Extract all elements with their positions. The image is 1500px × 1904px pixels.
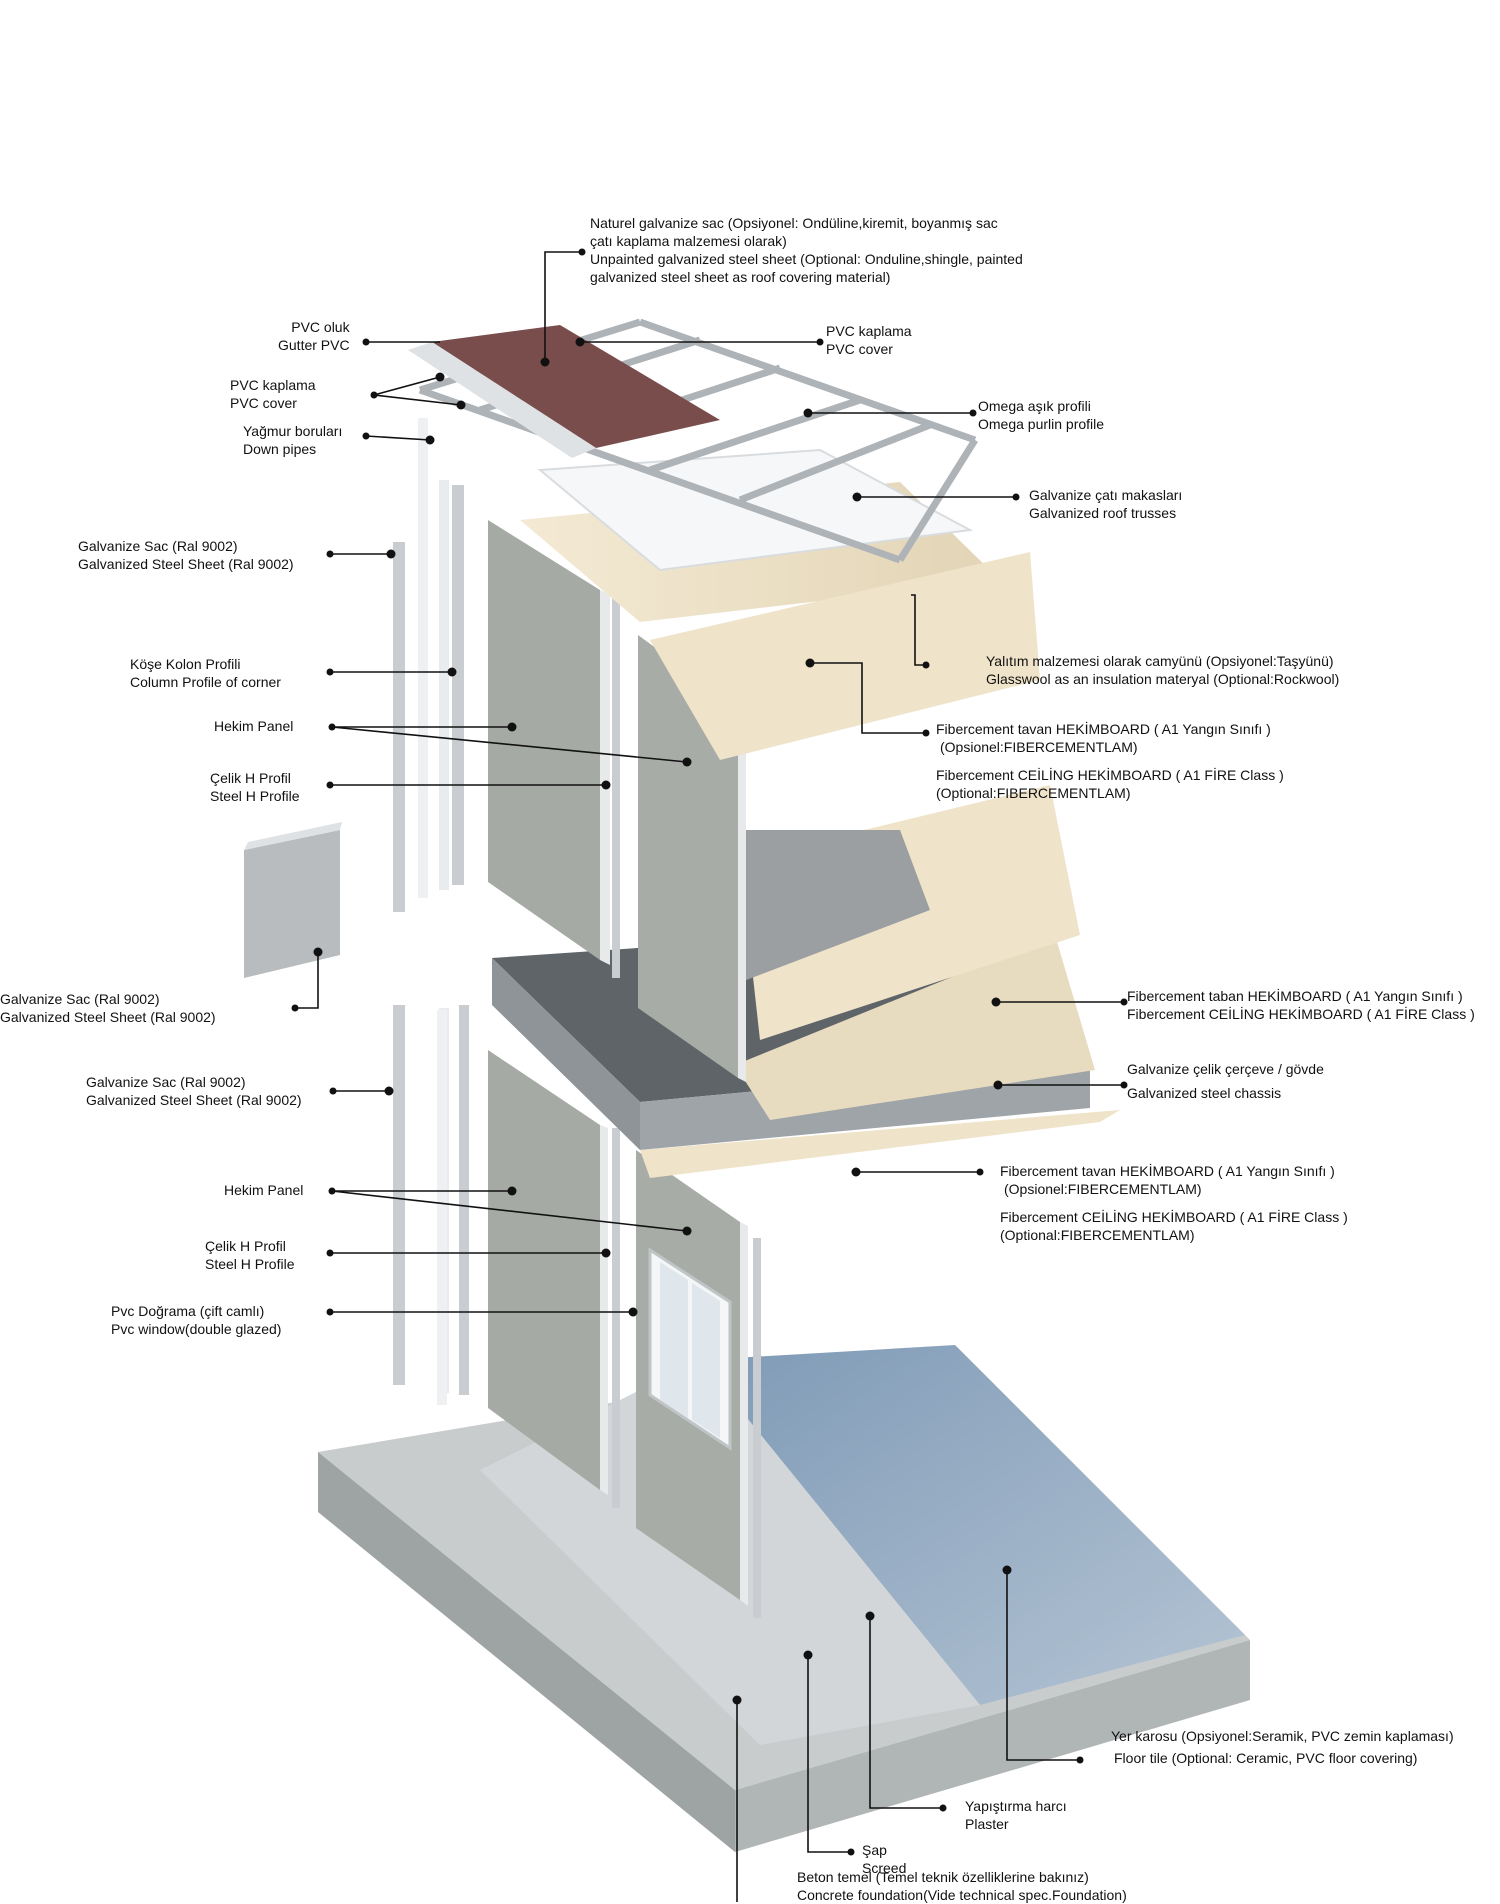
- pvc-window: [648, 1247, 732, 1451]
- label-chassis: Galvanize çelik çerçeve / gövde Galvaniz…: [1127, 1060, 1324, 1102]
- label-insulation-tr: Yalıtım malzemesi olarak camyünü (Opsiyo…: [986, 653, 1334, 669]
- label-steel-sheet-2: Galvanize Sac (Ral 9002) Galvanized Stee…: [0, 990, 216, 1026]
- label-h-profile-top-en: Steel H Profile: [210, 788, 300, 804]
- label-ceiling-board-top-en2: (Optional:FIBERCEMENTLAM): [936, 785, 1131, 801]
- label-h-profile-top-tr: Çelik H Profil: [210, 770, 291, 786]
- label-steel-sheet-2-tr: Galvanize Sac (Ral 9002): [0, 991, 160, 1007]
- label-plaster: Yapıştırma harcı Plaster: [965, 1797, 1067, 1833]
- label-gutter-tr: PVC oluk: [291, 319, 350, 335]
- label-foundation-tr: Beton temel (Temel teknik özelliklerine …: [797, 1869, 1089, 1885]
- label-steel-sheet-1-tr: Galvanize Sac (Ral 9002): [78, 538, 238, 554]
- label-corner-column: Köşe Kolon Profili Column Profile of cor…: [130, 655, 281, 691]
- label-corner-column-en: Column Profile of corner: [130, 674, 281, 690]
- label-panel-bottom-tr: Hekim Panel: [224, 1182, 304, 1198]
- label-down-pipes-en: Down pipes: [243, 441, 317, 457]
- label-floor-tile-tr: Yer karosu (Opsiyonel:Seramik, PVC zemin…: [1111, 1728, 1454, 1744]
- label-pvc-cover-left-en: PVC cover: [230, 395, 297, 411]
- label-down-pipes: Yağmur boruları Down pipes: [243, 422, 342, 458]
- label-chassis-en: Galvanized steel chassis: [1127, 1085, 1282, 1101]
- label-window-en: Pvc window(double glazed): [111, 1321, 282, 1337]
- label-corner-column-tr: Köşe Kolon Profili: [130, 656, 241, 672]
- label-panel-top: Hekim Panel: [214, 717, 293, 735]
- upper-wall-panels: [244, 480, 746, 1082]
- label-pvc-cover-left-tr: PVC kaplama: [230, 377, 316, 393]
- label-down-pipes-tr: Yağmur boruları: [243, 423, 343, 439]
- label-h-profile-bottom-en: Steel H Profile: [205, 1256, 295, 1272]
- label-foundation: Beton temel (Temel teknik özelliklerine …: [797, 1868, 1127, 1904]
- label-omega: Omega aşık profili Omega purlin profile: [978, 397, 1104, 433]
- label-roof-sheet-en2: galvanized steel sheet as roof covering …: [590, 269, 891, 285]
- label-steel-sheet-3-en: Galvanized Steel Sheet (Ral 9002): [86, 1092, 302, 1108]
- label-floor-board-tr: Fibercement taban HEKİMBOARD ( A1 Yangın…: [1127, 988, 1463, 1004]
- label-ceiling-board-top-en: Fibercement CEİLİNG HEKİMBOARD ( A1 FİRE…: [936, 767, 1284, 783]
- label-insulation: Yalıtım malzemesi olarak camyünü (Opsiyo…: [986, 652, 1339, 688]
- label-trusses-en: Galvanized roof trusses: [1029, 505, 1177, 521]
- label-steel-sheet-1-en: Galvanized Steel Sheet (Ral 9002): [78, 556, 294, 572]
- leader-lines: [295, 251, 1124, 1902]
- label-screed-en: Screed: [862, 1860, 907, 1876]
- roof-sheet: [408, 325, 720, 458]
- label-h-profile-bottom-tr: Çelik H Profil: [205, 1238, 286, 1254]
- label-roof-sheet-en: Unpainted galvanized steel sheet (Option…: [590, 251, 1023, 267]
- label-ceiling-board-top: Fibercement tavan HEKİMBOARD ( A1 Yangın…: [936, 720, 1284, 802]
- label-gutter-en: Gutter PVC: [278, 337, 350, 353]
- label-foundation-en: Concrete foundation(Vide technical spec.…: [797, 1887, 1127, 1903]
- label-h-profile-bottom: Çelik H Profil Steel H Profile: [205, 1237, 294, 1273]
- label-steel-sheet-1: Galvanize Sac (Ral 9002) Galvanized Stee…: [78, 537, 294, 573]
- label-pvc-cover-left: PVC kaplama PVC cover: [230, 376, 316, 412]
- label-floor-board-en: Fibercement CEİLİNG HEKİMBOARD ( A1 FİRE…: [1127, 1006, 1475, 1022]
- label-pvc-cover-right: PVC kaplama PVC cover: [826, 322, 912, 358]
- leader-dots: [291, 248, 1128, 1856]
- label-floor-board: Fibercement taban HEKİMBOARD ( A1 Yangın…: [1127, 987, 1475, 1023]
- label-ceiling-board-top-tr: Fibercement tavan HEKİMBOARD ( A1 Yangın…: [936, 721, 1271, 737]
- label-chassis-tr: Galvanize çelik çerçeve / gövde: [1127, 1061, 1324, 1077]
- label-window: Pvc Doğrama (çift camlı) Pvc window(doub…: [111, 1302, 281, 1338]
- label-omega-en: Omega purlin profile: [978, 416, 1105, 432]
- label-floor-tile: Yer karosu (Opsiyonel:Seramik, PVC zemin…: [1111, 1727, 1454, 1767]
- label-insulation-en: Glasswool as an insulation materyal (Opt…: [986, 671, 1340, 687]
- label-omega-tr: Omega aşık profili: [978, 398, 1091, 414]
- label-roof-sheet-tr: Naturel galvanize sac (Opsiyonel: Ondüli…: [590, 215, 998, 231]
- label-steel-sheet-3: Galvanize Sac (Ral 9002) Galvanized Stee…: [86, 1073, 302, 1109]
- label-roof-sheet: Naturel galvanize sac (Opsiyonel: Ondüli…: [590, 214, 1023, 286]
- label-floor-tile-en: Floor tile (Optional: Ceramic, PVC floor…: [1114, 1750, 1418, 1766]
- label-pvc-cover-right-tr: PVC kaplama: [826, 323, 912, 339]
- label-screed: Şap Screed: [862, 1841, 906, 1877]
- label-steel-sheet-3-tr: Galvanize Sac (Ral 9002): [86, 1074, 246, 1090]
- label-ceiling-board-bottom-en: Fibercement CEİLİNG HEKİMBOARD ( A1 FİRE…: [1000, 1209, 1348, 1225]
- label-trusses: Galvanize çatı makasları Galvanized roof…: [1029, 486, 1182, 522]
- label-trusses-tr: Galvanize çatı makasları: [1029, 487, 1183, 503]
- label-ceiling-board-bottom-tr: Fibercement tavan HEKİMBOARD ( A1 Yangın…: [1000, 1163, 1335, 1179]
- gutter-and-downpipe: [418, 418, 447, 1405]
- label-screed-tr: Şap: [862, 1842, 887, 1858]
- label-roof-sheet-tr2: çatı kaplama malzemesi olarak): [590, 233, 787, 249]
- label-plaster-tr: Yapıştırma harcı: [965, 1798, 1067, 1814]
- label-gutter: PVC oluk Gutter PVC: [278, 318, 350, 354]
- label-ceiling-board-bottom-en2: (Optional:FIBERCEMENTLAM): [1000, 1227, 1195, 1243]
- label-panel-bottom: Hekim Panel: [224, 1181, 303, 1199]
- label-ceiling-board-bottom-tr2: (Opsionel:FIBERCEMENTLAM): [1004, 1181, 1202, 1197]
- label-window-tr: Pvc Doğrama (çift camlı): [111, 1303, 265, 1319]
- floor-tile: [700, 1345, 1245, 1705]
- label-ceiling-board-top-tr2: (Opsionel:FIBERCEMENTLAM): [940, 739, 1138, 755]
- label-h-profile-top: Çelik H Profil Steel H Profile: [210, 769, 299, 805]
- label-steel-sheet-2-en: Galvanized Steel Sheet (Ral 9002): [0, 1009, 216, 1025]
- label-pvc-cover-right-en: PVC cover: [826, 341, 893, 357]
- label-plaster-en: Plaster: [965, 1816, 1009, 1832]
- label-ceiling-board-bottom: Fibercement tavan HEKİMBOARD ( A1 Yangın…: [1000, 1162, 1348, 1244]
- label-panel-top-tr: Hekim Panel: [214, 718, 294, 734]
